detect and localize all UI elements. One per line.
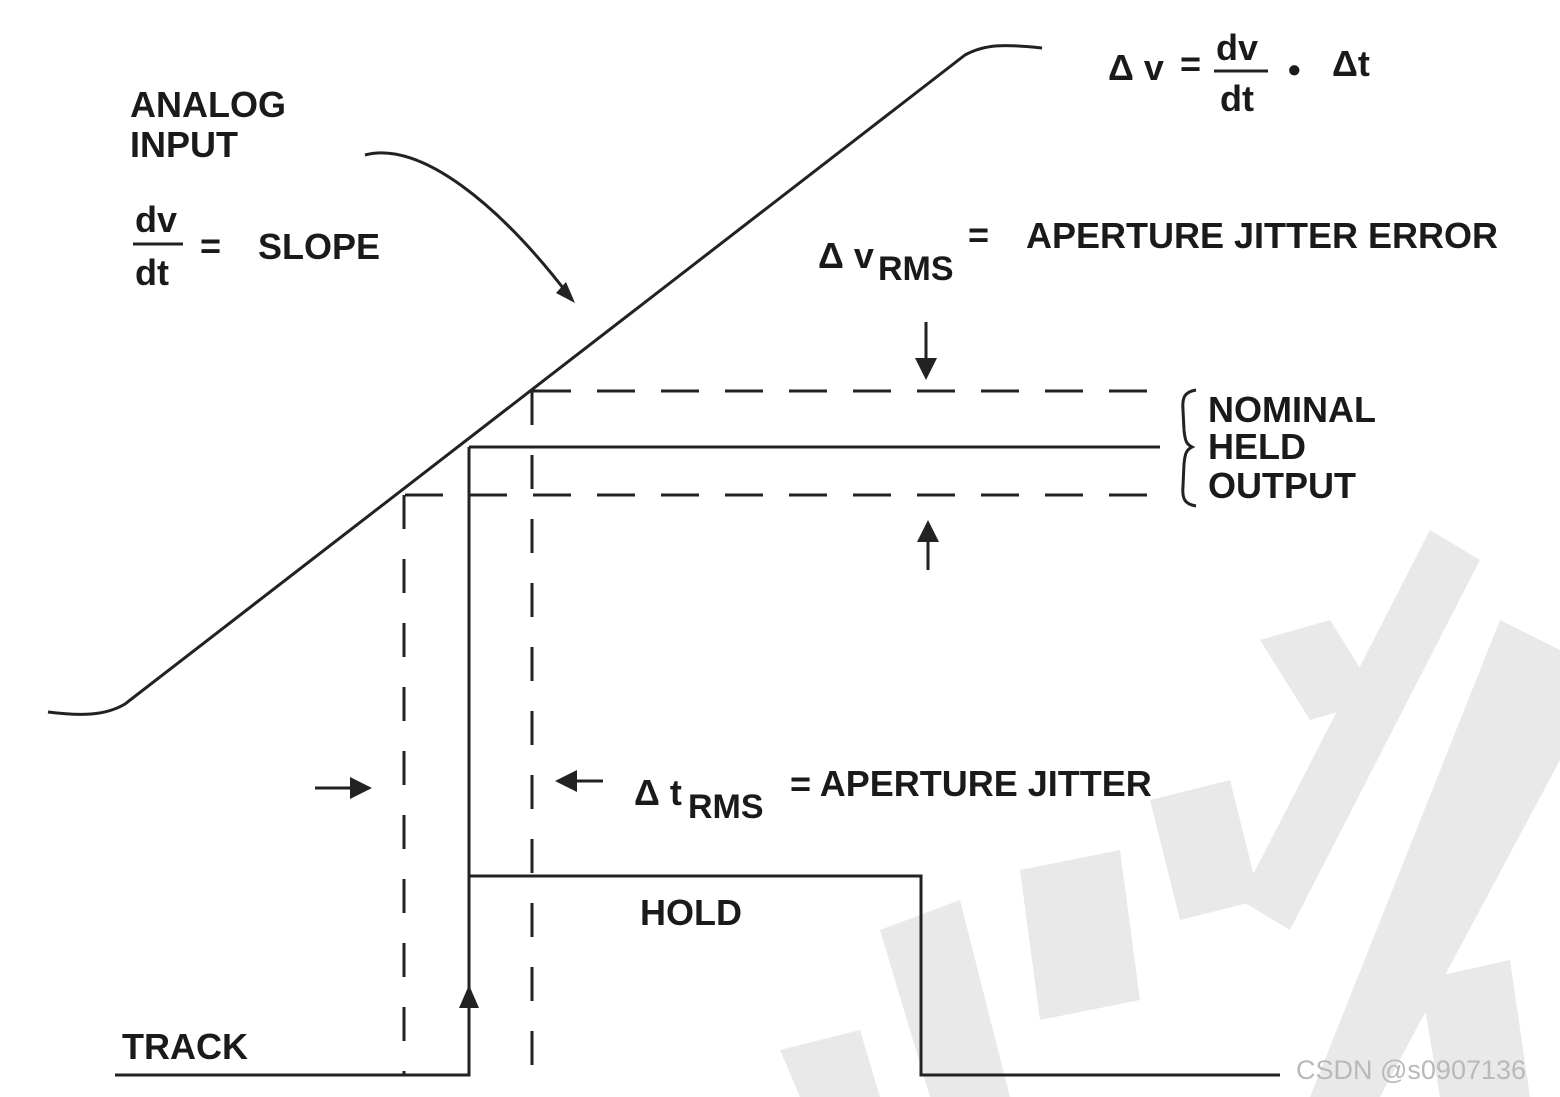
- analog-input-label-line2: INPUT: [130, 124, 238, 165]
- slope-denominator: dt: [135, 252, 169, 293]
- analog-input-pointer: [364, 151, 572, 298]
- formula-equals: =: [1180, 43, 1201, 84]
- nominal-brace: [1181, 388, 1197, 508]
- jitter-left-arrowhead: [555, 770, 577, 792]
- watermark-text: CSDN @s0907136: [1296, 1055, 1526, 1085]
- formula-numerator: dv: [1216, 27, 1258, 68]
- slope-equals: =: [200, 225, 221, 266]
- error-down-arrowhead: [915, 358, 937, 380]
- aperture-jitter-error-label: APERTURE JITTER ERROR: [1026, 215, 1498, 256]
- error-delta-v: Δ v: [818, 235, 874, 276]
- track-hold-waveform: [115, 874, 1280, 1077]
- formula-dot: •: [1288, 49, 1301, 90]
- jitter-delta-t: Δ t: [634, 772, 682, 813]
- analog-input-label-line1: ANALOG: [130, 84, 286, 125]
- error-rms-subscript: RMS: [878, 250, 954, 288]
- formula-delta-t: Δt: [1332, 43, 1370, 84]
- formula-delta-v: Δ v: [1108, 47, 1164, 88]
- nominal-label-line2: HELD: [1208, 426, 1306, 467]
- nominal-label-line3: OUTPUT: [1208, 465, 1356, 506]
- error-up-arrowhead: [917, 520, 939, 542]
- nominal-label-line1: NOMINAL: [1208, 389, 1376, 430]
- aperture-jitter-label: = APERTURE JITTER: [790, 763, 1152, 804]
- track-label: TRACK: [122, 1026, 248, 1067]
- hold-label: HOLD: [640, 892, 742, 933]
- slope-label: SLOPE: [258, 226, 380, 267]
- analog-input-pointer-arrowhead: [556, 282, 575, 303]
- error-equals: =: [968, 214, 989, 255]
- jitter-right-arrowhead: [350, 777, 372, 799]
- formula-denominator: dt: [1220, 78, 1254, 119]
- sampling-edge-arrowhead: [459, 985, 479, 1008]
- watermark-shapes: [780, 530, 1560, 1097]
- jitter-rms-subscript: RMS: [688, 788, 764, 826]
- slope-numerator: dv: [135, 199, 177, 240]
- analog-input-ramp: [47, 44, 1043, 716]
